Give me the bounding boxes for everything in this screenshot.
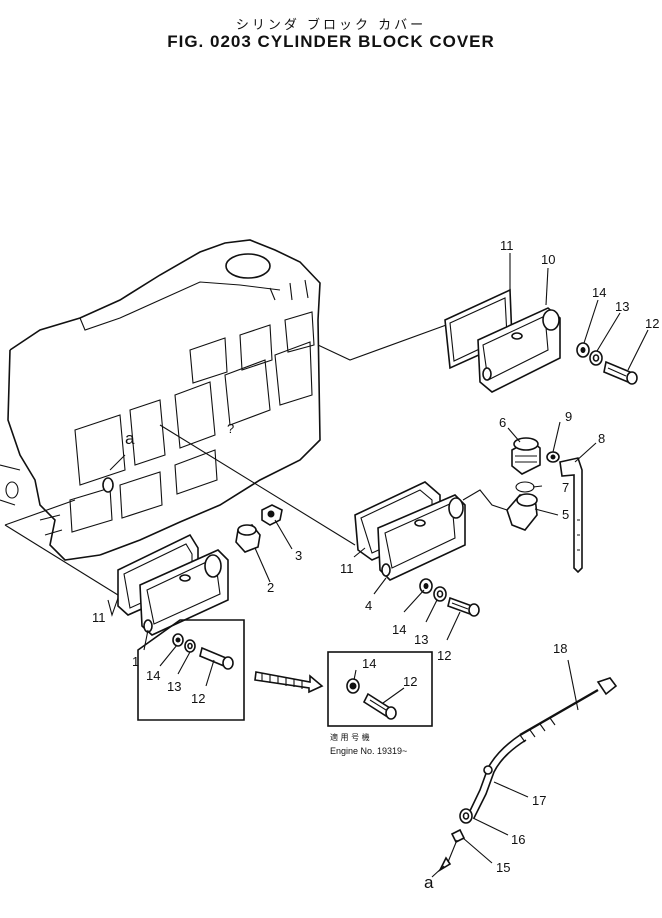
- callout-7: 7: [562, 480, 569, 495]
- callout-12: 12: [645, 316, 659, 331]
- callout-13: 13: [414, 632, 428, 647]
- callout-11: 11: [92, 610, 106, 625]
- callout-8: 8: [598, 431, 605, 446]
- callout-13: 13: [167, 679, 181, 694]
- callout-13: 13: [615, 299, 629, 314]
- left-cover-assembly: [117, 504, 283, 721]
- callout-11: 11: [340, 561, 354, 576]
- callout-1: 1: [132, 654, 139, 669]
- dipstick-assembly: [438, 677, 618, 873]
- callout-9: 9: [565, 409, 572, 424]
- front-cover-assembly: [354, 481, 480, 617]
- block-mark: ?: [227, 421, 234, 436]
- callout-leaders: [107, 253, 649, 878]
- callout-12: 12: [437, 648, 451, 663]
- cylinder-block-illustration: ?: [0, 239, 321, 561]
- callout-labels: 11 10 14 13 12 6 9 8 7 5 3 2 11 4 14 13 …: [92, 238, 659, 892]
- applicable-engine-label: Engine No. 19319~: [330, 746, 407, 756]
- reference-a-top: a: [125, 429, 135, 448]
- callout-15: 15: [496, 860, 510, 875]
- callout-5: 5: [562, 507, 569, 522]
- callout-10: 10: [541, 252, 555, 267]
- diagram-title: FIG. 0203 CYLINDER BLOCK COVER: [167, 32, 495, 51]
- callout-3: 3: [295, 548, 302, 563]
- callout-12: 12: [403, 674, 417, 689]
- callout-18: 18: [553, 641, 567, 656]
- callout-14: 14: [362, 656, 376, 671]
- callout-6: 6: [499, 415, 506, 430]
- reference-a-bottom: a: [424, 873, 434, 892]
- callout-2: 2: [267, 580, 274, 595]
- callout-16: 16: [511, 832, 525, 847]
- callout-14: 14: [146, 668, 160, 683]
- transition-arrow: [254, 671, 324, 694]
- applicable-engine-label-jp: 適 用 号 機: [330, 732, 370, 742]
- callout-14: 14: [592, 285, 606, 300]
- new-type-inset: 適 用 号 機 Engine No. 19319~: [327, 651, 433, 756]
- callout-4: 4: [365, 598, 372, 613]
- rear-cover-assembly: [444, 288, 638, 393]
- reference-lines: [4, 319, 461, 596]
- callout-12: 12: [191, 691, 205, 706]
- diagram-title-japanese: シリンダ ブロック カバー: [235, 18, 427, 33]
- breather-assembly: [462, 437, 583, 574]
- callout-14: 14: [392, 622, 406, 637]
- callout-11: 11: [500, 238, 514, 253]
- callout-17: 17: [532, 793, 546, 808]
